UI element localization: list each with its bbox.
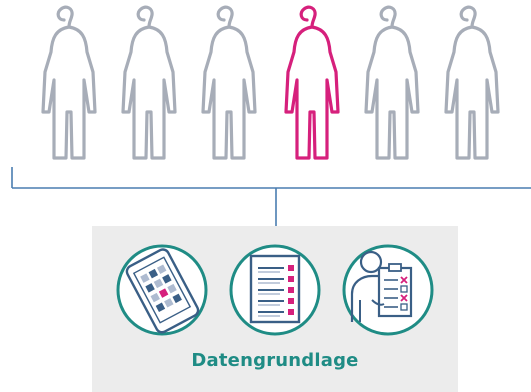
cross-mark xyxy=(400,276,408,284)
app-tile xyxy=(162,274,172,284)
checkbox xyxy=(400,285,408,293)
app-tile xyxy=(148,268,159,279)
person-icon xyxy=(121,5,177,160)
person-icon xyxy=(444,5,500,160)
person-clipboard-icon xyxy=(342,244,434,336)
app-tile xyxy=(145,283,155,293)
person-icon xyxy=(364,5,420,160)
app-tile xyxy=(167,283,177,294)
app-tile xyxy=(140,273,150,283)
person-icon xyxy=(41,5,97,160)
panel-label: Datengrundlage xyxy=(191,350,359,371)
document-list-icon xyxy=(229,244,321,336)
people-row xyxy=(41,5,500,160)
bullet-marker xyxy=(288,309,294,315)
smartphone-app-icon xyxy=(116,244,208,336)
connector-bracket xyxy=(11,167,531,226)
bullet-marker xyxy=(288,265,294,271)
app-tile xyxy=(156,264,167,274)
highlighted-person-icon xyxy=(284,5,340,160)
app-tile xyxy=(155,302,166,312)
app-tile xyxy=(164,298,174,308)
checkbox xyxy=(400,303,408,311)
person-icon xyxy=(201,5,257,160)
app-tile xyxy=(172,293,182,304)
bullet-marker xyxy=(288,276,294,282)
bullet-marker xyxy=(288,298,294,304)
app-tile xyxy=(150,292,160,303)
cross-mark xyxy=(400,294,408,302)
app-tile xyxy=(158,288,169,298)
bullet-marker xyxy=(288,287,294,293)
app-tile xyxy=(153,278,164,289)
